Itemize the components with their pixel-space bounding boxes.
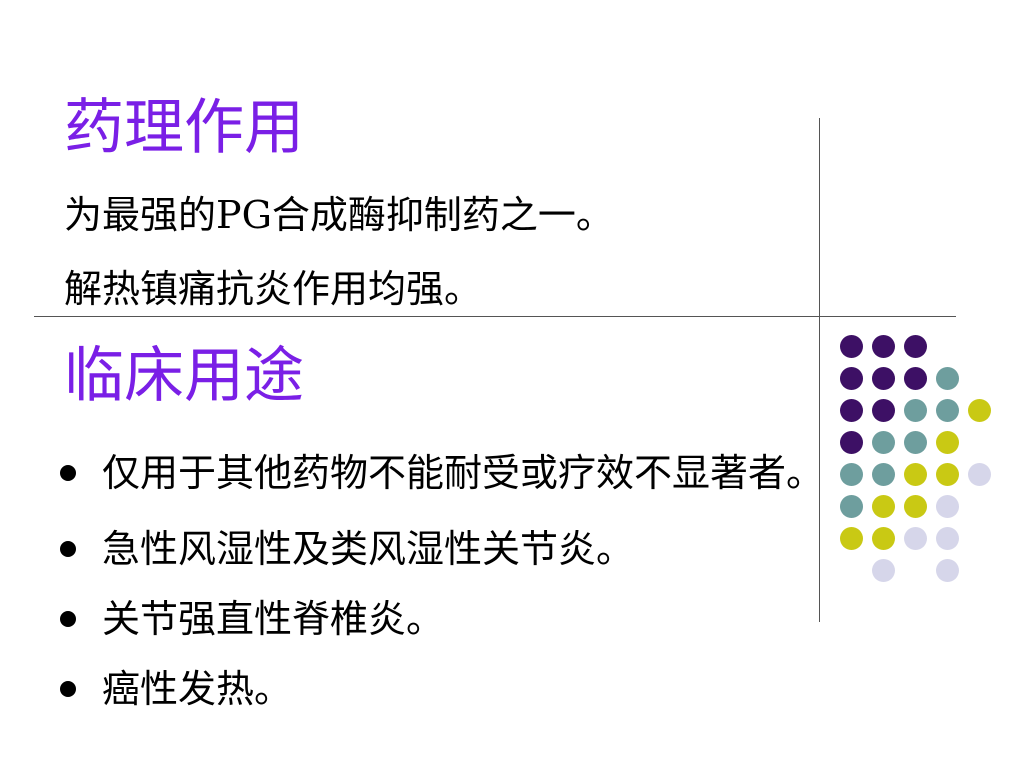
decorative-dot [840,335,863,358]
pharmacology-line-1: 为最强的PG合成酶抑制药之一。 [64,193,614,237]
decorative-dot [840,431,863,454]
decorative-dot [872,527,895,550]
decorative-dot [904,431,927,454]
decorative-dot [936,495,959,518]
decorative-dot [872,399,895,422]
decorative-dot [904,495,927,518]
section-title-pharmacology: 药理作用 [64,93,304,163]
decorative-dot [840,527,863,550]
bullet-icon [60,681,76,697]
horizontal-divider [34,316,956,317]
section-title-clinical-use: 临床用途 [64,341,304,411]
list-item: 癌性发热。 [60,670,292,708]
pharmacology-line-2: 解热镇痛抗炎作用均强。 [64,267,483,311]
list-item: 急性风湿性及类风湿性关节炎。 [60,530,634,568]
decorative-dot [904,399,927,422]
decorative-dot [936,431,959,454]
list-item-text: 关节强直性脊椎炎。 [102,597,445,641]
decorative-dot [904,335,927,358]
decorative-dot [936,559,959,582]
decorative-dot [872,335,895,358]
decorative-dot [936,367,959,390]
decorative-dot [840,495,863,518]
decorative-dot [840,399,863,422]
decorative-dot [904,367,927,390]
decorative-dot [968,399,991,422]
decorative-dot [840,463,863,486]
decorative-dot [872,463,895,486]
list-item: 仅用于其他药物不能耐受或疗效不显著者。 [60,454,824,492]
list-item: 关节强直性脊椎炎。 [60,600,444,638]
decorative-dot [968,463,991,486]
decorative-dot [936,527,959,550]
bullet-icon [60,611,76,627]
decorative-dot [904,463,927,486]
decorative-dot [904,527,927,550]
decorative-dot [840,367,863,390]
bullet-icon [60,541,76,557]
list-item-text: 仅用于其他药物不能耐受或疗效不显著者。 [102,451,825,495]
decorative-dot [872,367,895,390]
list-item-text: 急性风湿性及类风湿性关节炎。 [102,527,635,571]
vertical-divider [819,118,820,622]
decorative-dot [936,463,959,486]
bullet-icon [60,465,76,481]
decorative-dot [872,431,895,454]
decorative-dot [872,495,895,518]
list-item-text: 癌性发热。 [102,667,293,711]
decorative-dot [936,399,959,422]
decorative-dot [872,559,895,582]
